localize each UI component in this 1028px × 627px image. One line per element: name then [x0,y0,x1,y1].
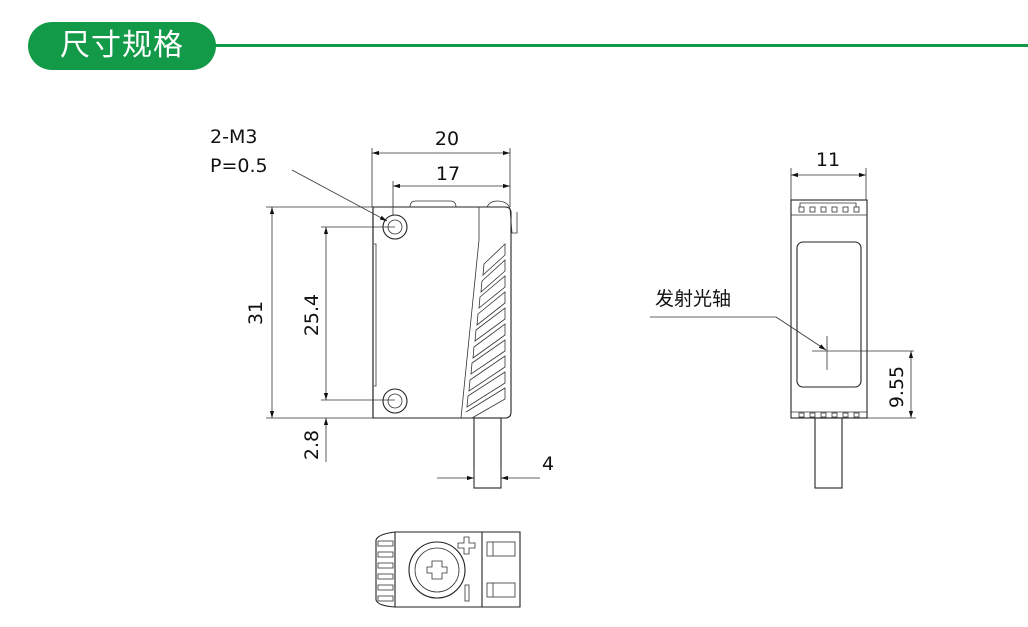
dim-side-width-11: 11 [816,149,840,171]
mounting-hole-bottom [382,388,408,414]
dim-cable-4: 4 [542,453,554,475]
bottom-view [375,531,521,608]
minus-icon [464,584,470,602]
vent-hatching [465,243,506,419]
emission-axis-label: 发射光轴 [655,288,731,310]
front-view: 20 17 31 25.4 2.8 4 2-M3 P=0.5 [210,126,554,489]
adjust-knob [408,541,466,599]
side-cable [814,417,843,489]
dim-width-20: 20 [435,128,459,150]
sensor-window [796,241,862,388]
section-title: 尺寸规格 [28,22,216,70]
dim-axis-9-55: 9.55 [886,366,908,408]
dim-hole-spacing-17: 17 [436,163,460,185]
cable [473,417,502,489]
plus-icon [457,536,476,555]
pitch-label: P=0.5 [210,155,268,177]
title-divider [214,44,1028,47]
knob-slot-icon [426,560,448,580]
dim-height-31: 31 [245,301,267,325]
dim-offset-2-8: 2.8 [301,430,323,460]
thread-label: 2-M3 [210,126,257,148]
side-view: 11 9.55 发射光轴 [650,149,916,489]
dim-hole-spacing-25-4: 25.4 [301,294,323,336]
